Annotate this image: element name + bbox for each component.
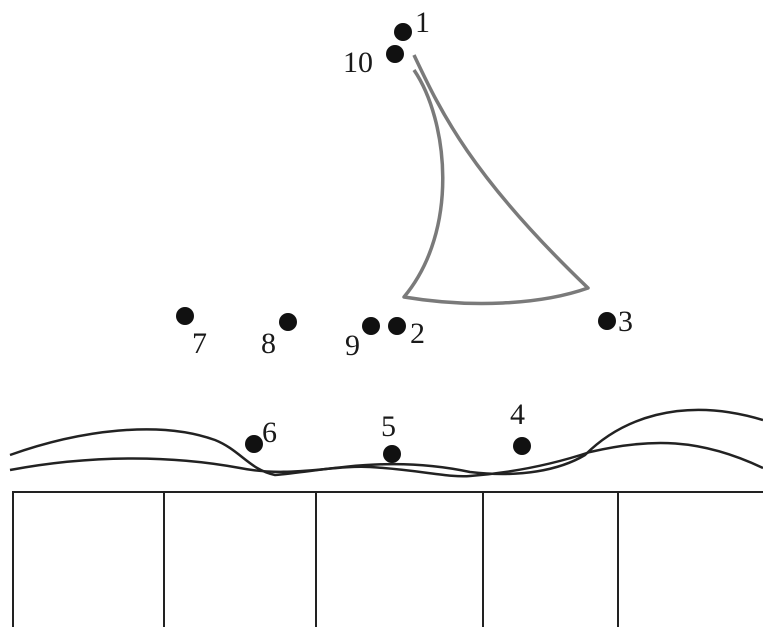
dot-label-6: 6 xyxy=(262,416,277,449)
dot-8[interactable] xyxy=(279,313,297,331)
dot-10[interactable] xyxy=(386,45,404,63)
wave-lower xyxy=(9,441,763,478)
dot-4[interactable] xyxy=(513,437,531,455)
dot-9[interactable] xyxy=(362,317,380,335)
dot-5[interactable] xyxy=(383,445,401,463)
dot-3[interactable] xyxy=(598,312,616,330)
dot-label-5: 5 xyxy=(381,410,396,443)
dot-label-10: 10 xyxy=(343,46,373,79)
dot-label-1: 1 xyxy=(415,6,430,39)
dot-2[interactable] xyxy=(388,317,406,335)
dot-label-9: 9 xyxy=(345,329,360,362)
dot-1[interactable] xyxy=(394,23,412,41)
dot-label-2: 2 xyxy=(410,317,425,350)
dot-label-7: 7 xyxy=(192,327,207,360)
wave-upper xyxy=(9,408,763,477)
dot-6[interactable] xyxy=(245,435,263,453)
dot-7[interactable] xyxy=(176,307,194,325)
sail-outline xyxy=(402,54,590,306)
dot-label-3: 3 xyxy=(618,305,633,338)
dot-label-4: 4 xyxy=(510,398,525,431)
dot-label-8: 8 xyxy=(261,327,276,360)
